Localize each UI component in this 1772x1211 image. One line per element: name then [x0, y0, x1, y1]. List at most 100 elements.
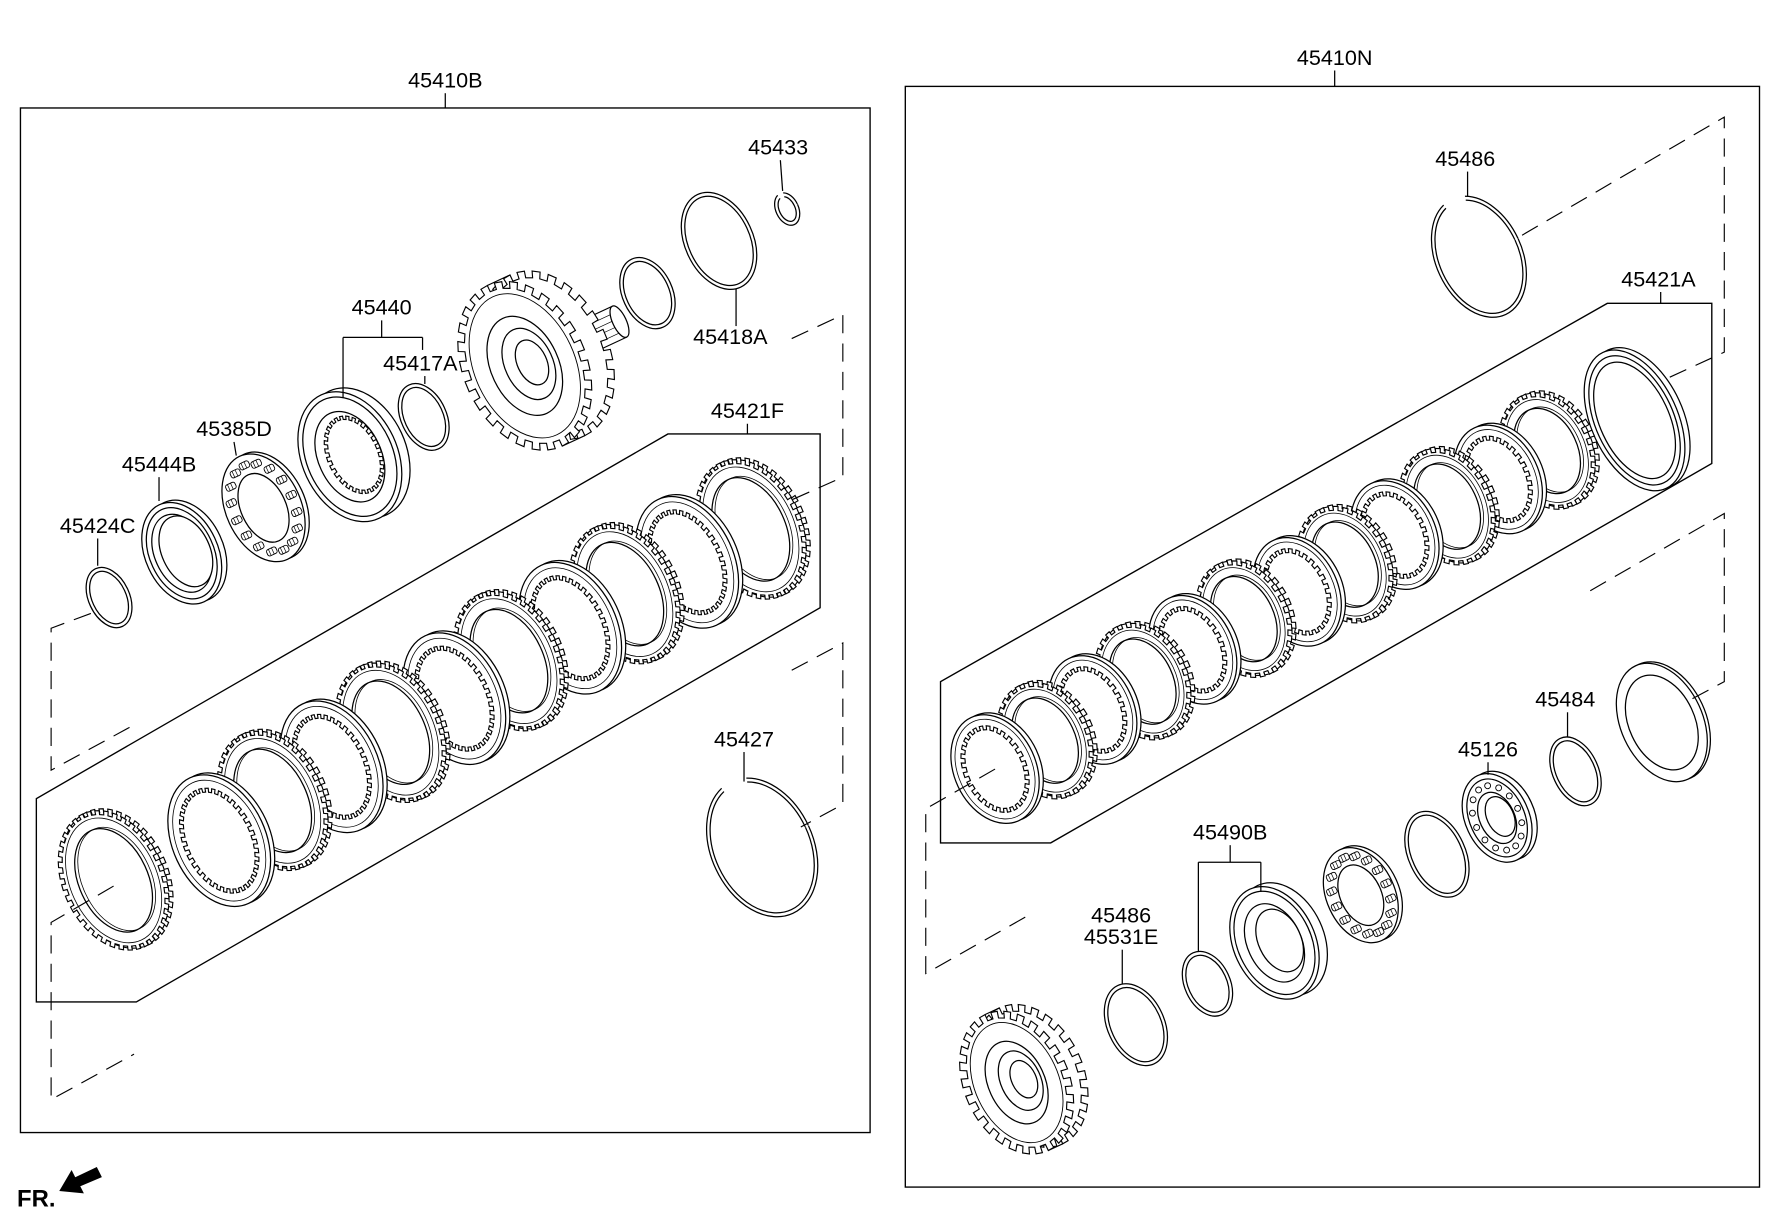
coil-spring-turn [295, 508, 300, 515]
coil-spring-turn [291, 538, 296, 545]
return-spring-right [1322, 845, 1403, 944]
bearing-ball [1495, 784, 1503, 792]
bearing-ball [1518, 819, 1526, 827]
axis-line [791, 313, 844, 501]
plate-bore-edge [77, 826, 156, 932]
ring-45418A-secondary [619, 256, 676, 330]
coil-spring-turn [243, 461, 248, 469]
hub-cylinder-edge [487, 274, 511, 287]
coil-spring-turn [1354, 852, 1358, 859]
coil-spring-turn [265, 466, 270, 473]
callout-45486-top: 45486 [1435, 146, 1495, 171]
coil-spring-turn [287, 492, 291, 500]
coil-spring-turn [1352, 927, 1356, 934]
assembly-label-left: 45410B [408, 68, 482, 93]
coil-spring-turn [1335, 902, 1340, 910]
coil-spring-turn [1344, 916, 1348, 923]
coil-spring-turn [283, 546, 287, 553]
ring-outer-edge [773, 192, 801, 226]
ring-outer-edge [680, 191, 758, 291]
coil-spring-turn [254, 544, 259, 551]
coil-spring-turn [293, 526, 297, 533]
ring-45418A [680, 191, 758, 291]
callout-45427: 45427 [714, 726, 774, 751]
axis-line [50, 612, 137, 772]
spring-retainer-bore [237, 472, 290, 543]
ring-inner-edge [1185, 954, 1230, 1013]
coil-spring-turn [245, 531, 250, 539]
bearing-ball [1484, 782, 1492, 790]
callout-45418A: 45418A [693, 324, 768, 349]
callout-45484: 45484 [1535, 687, 1595, 712]
clutch-pressure-plate-45421A [1583, 346, 1691, 492]
bearing-race-line [1466, 778, 1528, 858]
coil-spring-turn [240, 463, 245, 470]
piston-45440 [297, 387, 411, 523]
assembly-frame-left [19, 107, 871, 1134]
coil-spring-turn [1340, 855, 1344, 862]
ring-outer-edge [85, 566, 133, 629]
callout-45126: 45126 [1458, 737, 1518, 762]
coil-spring-turn [1332, 862, 1336, 870]
coil-spring-turn [1327, 874, 1332, 882]
seal-plate-45444B [141, 499, 228, 605]
bearing-45126 [1461, 770, 1538, 863]
ring-outer-edge [705, 777, 819, 918]
callout-45490B: 45490B [1193, 819, 1267, 844]
coil-spring-turn [279, 547, 284, 554]
ring-45424C [85, 566, 133, 629]
ring-inner-edge [401, 386, 447, 448]
coil-spring-turn [1350, 853, 1355, 861]
ring-outer-edge [1430, 195, 1528, 318]
snap-ring-45427 [705, 777, 819, 918]
return-spring-45385D [221, 451, 310, 563]
callout-45385D: 45385D [196, 416, 272, 441]
coil-spring-turn [1332, 904, 1337, 911]
coil-spring-turn [1330, 873, 1335, 880]
coil-spring-turn [1355, 925, 1359, 933]
assembly-frame-right [904, 85, 1761, 1188]
bearing-ball [1475, 786, 1482, 794]
ring-outer-edge [1181, 950, 1234, 1017]
hub-bore [1009, 1059, 1039, 1099]
axis-line [791, 642, 844, 828]
hub-rim [468, 293, 581, 439]
coil-spring-turn [290, 491, 294, 498]
coil-spring-turn [242, 533, 247, 540]
bearing-ball [1512, 842, 1520, 850]
ring-inner-edge [89, 570, 130, 625]
coil-spring-turn [1364, 931, 1368, 938]
hub-bore [514, 339, 550, 386]
coil-spring-turn [296, 524, 300, 532]
ring-45486-45531E [1103, 983, 1169, 1067]
coil-spring-turn [1386, 921, 1390, 928]
coil-spring-turn [1390, 909, 1394, 916]
hub-cylinder-edge [984, 1007, 1000, 1016]
coil-spring-turn [234, 469, 239, 477]
ring-outer-edge [1103, 983, 1169, 1067]
ring-outer-edge [1404, 810, 1470, 898]
clutch-plate-45421A [1350, 478, 1444, 590]
axis-line [1589, 512, 1725, 700]
plate-face-line [172, 779, 267, 902]
coil-spring-turn [268, 465, 273, 472]
piston-spline-teeth [323, 415, 385, 495]
bearing-ball [1505, 792, 1513, 800]
hub-rim [969, 1022, 1064, 1144]
coil-spring-turn [277, 477, 282, 484]
piston-lip [1233, 890, 1316, 996]
coil-spring-turn [227, 500, 232, 508]
leader-line [233, 441, 237, 456]
piston-lip [302, 396, 398, 517]
axis-line [1521, 116, 1725, 378]
thrust-plate [1615, 661, 1712, 783]
coil-spring-turn [1331, 887, 1335, 895]
bearing-ball [1514, 804, 1522, 812]
coil-spring-turn [1335, 861, 1339, 868]
seal-ring [1404, 810, 1470, 898]
callout-45424C: 45424C [60, 513, 136, 538]
clutch-drum-hub [457, 270, 630, 451]
hub-shaft-end [609, 305, 630, 338]
coil-spring-turn [231, 471, 236, 478]
coil-spring-turn [1365, 856, 1370, 864]
